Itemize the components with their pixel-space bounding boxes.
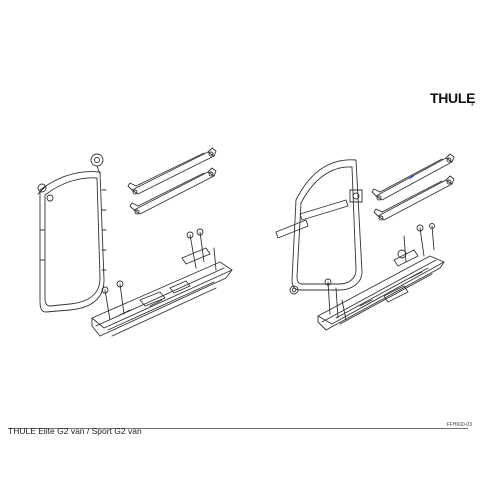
footer-divider	[8, 428, 468, 429]
left-rail-pair	[127, 147, 217, 215]
right-bike-rack	[317, 223, 445, 331]
document-code: FFH600-03	[446, 422, 472, 428]
logo-registered-mark: ®	[471, 102, 474, 107]
footer-caption: THULE Elite G2 van / Sport G2 van	[8, 426, 142, 436]
logo-wordmark: THULE	[430, 90, 476, 106]
left-bike-rack	[91, 228, 233, 337]
right-rail-pair	[371, 153, 455, 221]
left-frame	[37, 153, 107, 313]
right-frame	[275, 159, 363, 295]
thule-logo: THULE ®	[430, 90, 476, 110]
